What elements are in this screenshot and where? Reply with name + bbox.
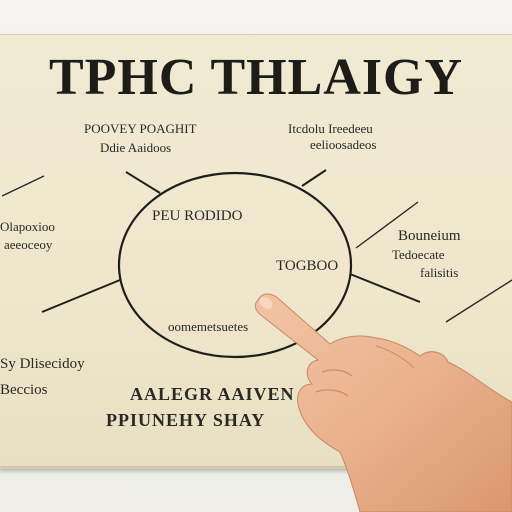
label-right-3: falisitis bbox=[420, 265, 459, 280]
label-bottom-2: PPIUNEHY SHAY bbox=[106, 410, 266, 430]
label-top-left-1: POOVEY POAGHIT bbox=[84, 121, 197, 136]
label-left-2: aeeoceoy bbox=[4, 237, 53, 252]
label-circle-right: TOGBOO bbox=[276, 258, 339, 274]
connector-left bbox=[41, 279, 121, 313]
label-circle-top: PEU RODIDO bbox=[152, 208, 243, 224]
connector-right-upper bbox=[355, 201, 419, 249]
fingernail bbox=[259, 297, 273, 309]
label-top-right-2: eelioosadeos bbox=[310, 137, 377, 152]
finger-crease-2 bbox=[315, 389, 349, 397]
label-bottom-left-1: Sy Dlisecidoy bbox=[0, 356, 85, 372]
connector-right bbox=[349, 273, 421, 303]
knuckle-line bbox=[375, 345, 415, 369]
hand-shape bbox=[254, 293, 512, 512]
label-right-2: Tedoecate bbox=[392, 247, 445, 262]
label-right-1: Bouneium bbox=[398, 228, 461, 244]
label-bottom-left-2: Beccios bbox=[0, 382, 48, 398]
connector-right-lower bbox=[445, 279, 512, 323]
label-bottom-1: AALEGR AAIVEN bbox=[130, 384, 295, 404]
connector-top-left bbox=[125, 171, 161, 194]
connector-far-left bbox=[1, 175, 45, 197]
label-top-right-1: Itcdolu Ireedeeu bbox=[288, 121, 373, 136]
central-circle bbox=[117, 171, 353, 359]
poster-title: TPHC THLAIGY bbox=[48, 49, 464, 106]
label-top-left-2: Ddie Aaidoos bbox=[100, 140, 172, 155]
poster-shadow bbox=[0, 466, 512, 474]
label-circle-bottom: oomemetsuetes bbox=[168, 319, 249, 334]
finger-crease-1 bbox=[321, 369, 353, 377]
connector-top-right bbox=[301, 169, 327, 187]
label-left-1: Olapoxioo bbox=[0, 219, 55, 234]
